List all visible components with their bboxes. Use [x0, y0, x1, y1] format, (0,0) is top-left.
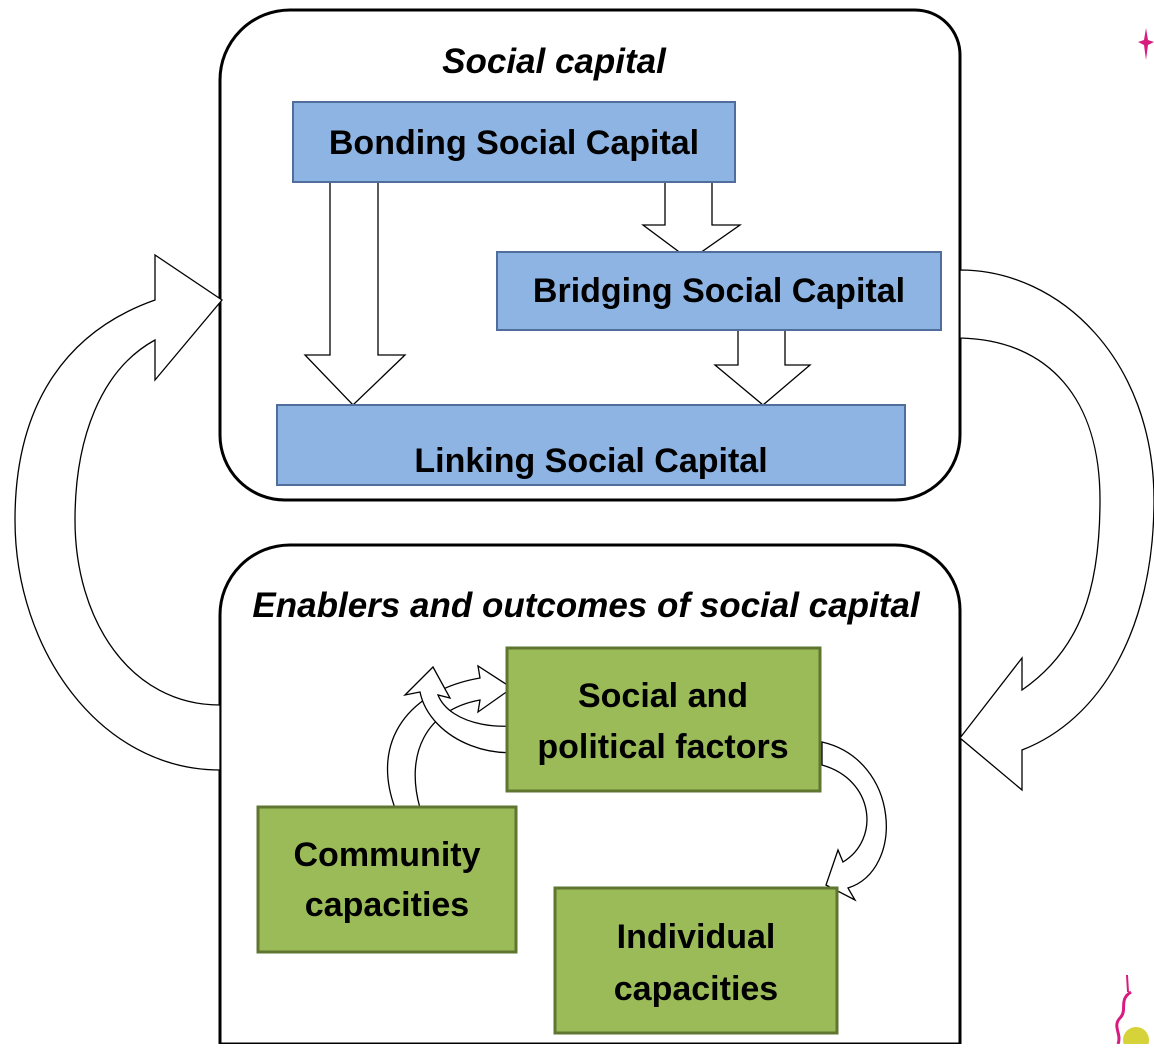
left-feedback-arrow — [14, 253, 223, 771]
bridging-capital-label: Bridging Social Capital — [533, 272, 905, 310]
social-political-label-2: political factors — [537, 728, 788, 766]
top-right-decoration — [1138, 28, 1154, 60]
community-to-social-arrow — [386, 664, 514, 809]
individual-capacities-label-2: capacities — [614, 970, 778, 1008]
community-capacities-box — [256, 805, 518, 954]
individual-capacities-label-1: Individual — [617, 918, 776, 956]
social-to-individual-arrow — [821, 741, 887, 902]
bonding-capital-label: Bonding Social Capital — [329, 124, 699, 162]
community-capacities-label-2: capacities — [305, 886, 469, 924]
bonding-to-linking-arrow — [303, 181, 407, 406]
social-political-box — [505, 646, 822, 793]
social-capital-title: Social capital — [442, 42, 667, 81]
linking-capital-box — [276, 404, 906, 486]
social-political-label-1: Social and — [578, 677, 748, 715]
linking-capital-label: Linking Social Capital — [414, 442, 767, 480]
individual-capacities-box — [553, 886, 839, 1035]
bridging-capital-box — [496, 251, 942, 331]
enablers-outcomes-title: Enablers and outcomes of social capital — [252, 586, 920, 625]
bonding-to-bridging-arrow — [641, 181, 743, 261]
right-feedback-arrow — [959, 269, 1154, 792]
bonding-capital-box — [292, 101, 736, 183]
bottom-right-decoration — [1115, 974, 1149, 1049]
community-capacities-label-1: Community — [294, 836, 481, 874]
